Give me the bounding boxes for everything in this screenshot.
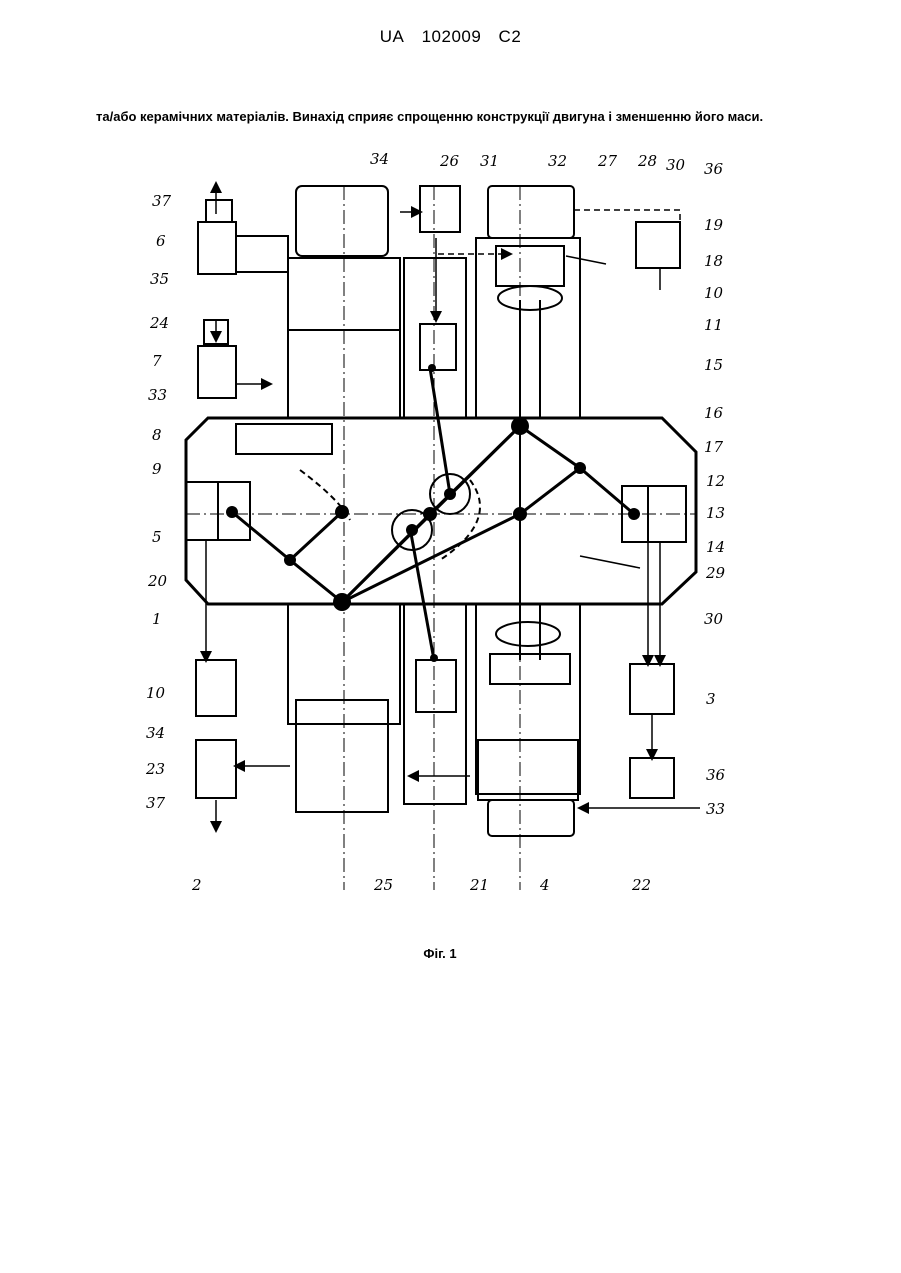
label-12: 12 — [706, 472, 725, 490]
label-33-bottom: 33 — [706, 800, 725, 818]
label-24: 24 — [149, 314, 169, 332]
label-5: 5 — [152, 528, 162, 546]
label-13: 13 — [706, 504, 725, 522]
label-17: 17 — [704, 438, 724, 456]
figure-caption: Фіг. 1 — [0, 946, 880, 961]
label-18: 18 — [704, 252, 723, 270]
label-7: 7 — [152, 352, 162, 370]
label-16: 16 — [704, 404, 724, 422]
label-37-top: 37 — [152, 192, 172, 210]
label-19: 19 — [704, 216, 724, 234]
label-1: 1 — [152, 610, 162, 628]
label-36-bottom: 36 — [706, 766, 726, 784]
label-3: 3 — [706, 690, 716, 708]
label-8: 8 — [152, 426, 162, 444]
drawing-lines — [186, 184, 700, 890]
label-30-bottom: 30 — [704, 610, 724, 628]
label-33-top: 33 — [148, 386, 167, 404]
label-2: 2 — [191, 876, 202, 894]
label-20: 20 — [147, 572, 168, 590]
label-37-bottom: 37 — [146, 794, 166, 812]
label-10-bottom: 10 — [146, 684, 166, 702]
label-25: 25 — [373, 876, 393, 894]
label-30-top: 30 — [666, 156, 686, 174]
label-36-top: 36 — [704, 160, 724, 178]
label-14: 14 — [706, 538, 725, 556]
label-21: 21 — [469, 876, 489, 894]
label-26: 26 — [439, 152, 460, 170]
label-27: 27 — [597, 152, 618, 170]
label-4: 4 — [539, 876, 550, 894]
label-35: 35 — [150, 270, 169, 288]
label-23: 23 — [145, 760, 165, 778]
label-22: 22 — [631, 876, 651, 894]
label-32: 32 — [548, 152, 567, 170]
label-15: 15 — [704, 356, 723, 374]
label-28: 28 — [637, 152, 657, 170]
label-11: 11 — [704, 316, 723, 334]
label-34-top: 34 — [370, 150, 389, 168]
label-10-top: 10 — [704, 284, 724, 302]
label-9: 9 — [152, 460, 162, 478]
label-31: 31 — [480, 152, 499, 170]
label-34-bottom: 34 — [146, 724, 165, 742]
label-6: 6 — [156, 232, 166, 250]
label-29: 29 — [705, 564, 726, 582]
